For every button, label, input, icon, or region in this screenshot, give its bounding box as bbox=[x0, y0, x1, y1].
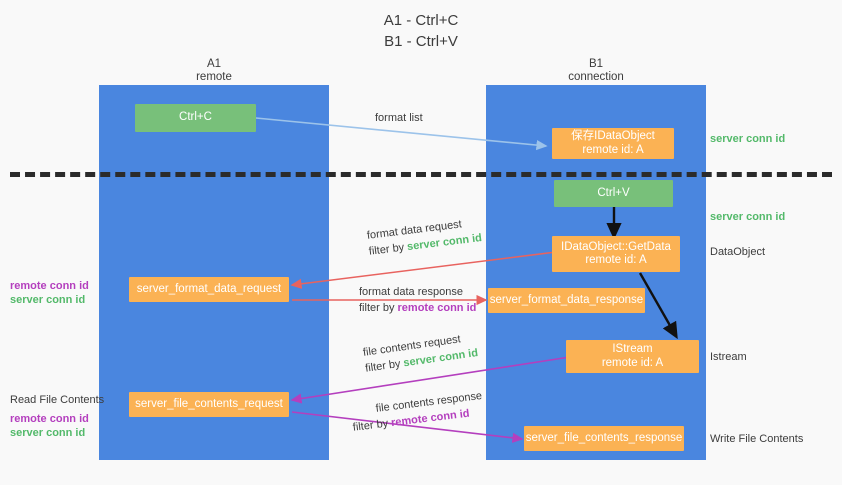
arrow-getdata-to-istream bbox=[638, 272, 678, 340]
arrow-file-contents-request bbox=[290, 356, 571, 404]
remote-conn-id-key: remote conn id bbox=[397, 302, 477, 314]
label-left-read-file-contents: Read File Contents bbox=[10, 394, 105, 406]
label-right-dataobject: DataObject bbox=[710, 246, 766, 258]
column-header-a1-name: A1 bbox=[206, 58, 222, 70]
column-header-a1-sub: remote bbox=[196, 71, 232, 83]
label-right-server-conn-id-mid: server conn id bbox=[710, 211, 786, 223]
box-istream-line2: remote id: A bbox=[601, 356, 664, 369]
box-ctrl-c-label: Ctrl+C bbox=[179, 111, 212, 124]
label-right-write-file-contents: Write File Contents bbox=[710, 433, 804, 445]
page-title: A1 - Ctrl+C B1 - Ctrl+V bbox=[0, 10, 842, 52]
label-left-server-conn-id-1: server conn id bbox=[10, 294, 86, 306]
box-server-format-data-response[interactable]: server_format_data_response bbox=[488, 288, 645, 313]
caption-format-data-response-line2: filter by remote conn id bbox=[359, 300, 476, 316]
arrow-format-data-request bbox=[290, 251, 557, 289]
title-line-2: B1 - Ctrl+V bbox=[384, 33, 458, 50]
filter-prefix: filter by bbox=[359, 302, 398, 314]
column-header-b1: B1 connection bbox=[486, 58, 706, 84]
column-header-a1: A1 remote bbox=[99, 58, 329, 84]
column-header-b1-sub: connection bbox=[568, 71, 624, 83]
box-server-format-data-request-label: server_format_data_request bbox=[136, 282, 282, 295]
box-getdata-line1: IDataObject::GetData bbox=[561, 240, 671, 253]
box-server-format-data-response-label: server_format_data_response bbox=[489, 293, 644, 306]
box-save-idataobject-line2: remote id: A bbox=[582, 143, 644, 156]
label-right-server-conn-id-top: server conn id bbox=[710, 133, 786, 145]
box-save-idataobject-line1: 保存IDataObject bbox=[571, 130, 655, 142]
label-left-remote-conn-id-1: remote conn id bbox=[10, 280, 89, 292]
box-server-file-contents-response[interactable]: server_file_contents_response bbox=[524, 426, 684, 451]
box-getdata-line2: remote id: A bbox=[585, 254, 647, 266]
box-server-file-contents-request[interactable]: server_file_contents_request bbox=[129, 392, 289, 417]
caption-format-list-text: format list bbox=[375, 112, 423, 124]
box-ctrl-c[interactable]: Ctrl+C bbox=[135, 104, 256, 132]
arrow-format-list bbox=[255, 117, 548, 151]
box-istream[interactable]: IStream remote id: A bbox=[566, 340, 699, 373]
box-idataobject-getdata[interactable]: IDataObject::GetData remote id: A bbox=[552, 236, 680, 272]
box-server-format-data-request[interactable]: server_format_data_request bbox=[129, 277, 289, 302]
box-save-idataobject[interactable]: 保存IDataObject remote id: A bbox=[552, 128, 674, 159]
label-right-istream: Istream bbox=[710, 351, 747, 363]
filter-prefix: filter by bbox=[364, 357, 405, 375]
box-server-file-contents-response-label: server_file_contents_response bbox=[525, 431, 683, 444]
caption-format-list: format list bbox=[375, 110, 423, 126]
arrow-file-contents-response bbox=[291, 411, 524, 443]
filter-prefix: filter by bbox=[368, 241, 408, 258]
title-line-1: A1 - Ctrl+C bbox=[383, 12, 459, 29]
dashed-divider bbox=[10, 172, 832, 177]
caption-format-data-response: format data response filter by remote co… bbox=[359, 284, 476, 316]
filter-prefix: filter by bbox=[352, 417, 392, 434]
box-ctrl-v-label: Ctrl+V bbox=[597, 186, 630, 199]
column-header-b1-name: B1 bbox=[588, 58, 604, 70]
box-istream-line1: IStream bbox=[612, 343, 653, 355]
label-left-remote-conn-id-2: remote conn id bbox=[10, 413, 89, 425]
label-left-server-conn-id-2: server conn id bbox=[10, 427, 86, 439]
box-ctrl-v[interactable]: Ctrl+V bbox=[554, 180, 673, 207]
caption-format-data-response-line1: format data response bbox=[359, 286, 463, 298]
box-server-file-contents-request-label: server_file_contents_request bbox=[135, 397, 283, 410]
